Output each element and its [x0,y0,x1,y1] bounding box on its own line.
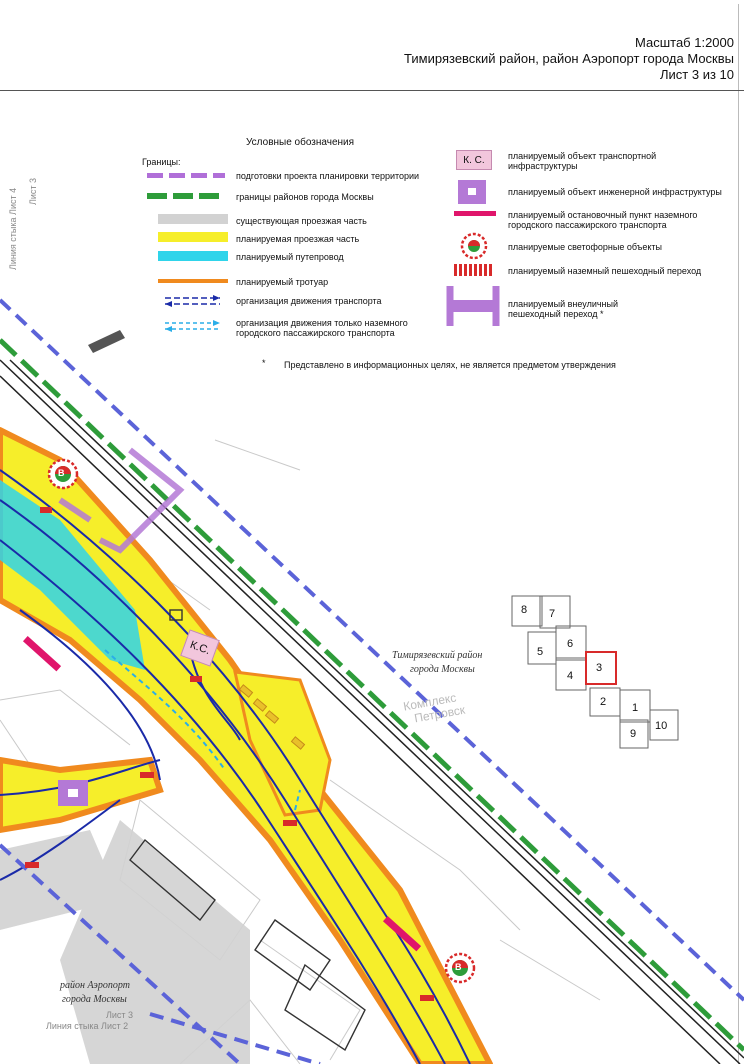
sheet-key-1: 1 [632,702,639,714]
legend-left-4: планируемый путепровод [236,252,344,262]
legend-boundaries-heading: Границы: [142,157,181,167]
transit-flow-lines [104,649,301,811]
legend-right-3: планируемые светофорные объекты [508,242,662,252]
edge-label-bottom-2: Линия стыка Лист 2 [46,1021,129,1031]
transit-arrows-icon [165,320,220,332]
swatch-project-boundary [147,173,225,178]
engineering-object-icon [458,180,486,204]
sheet-key-7: 7 [549,608,556,620]
swatch-district-boundary [147,193,225,199]
district-aeroport-1: район Аэропорт [60,980,130,991]
transit-stops [22,636,422,952]
sheet-key-3: 3 [596,662,603,674]
sheet-key-grid [511,595,679,749]
sheet-key-5: 5 [537,646,544,658]
district-boundary-line [0,338,744,1052]
project-boundary-upper [0,298,744,1002]
district-aeroport-2: города Москвы [62,994,127,1005]
underground-crossing [58,447,185,554]
sheet-key-4: 4 [567,670,574,682]
swatch-overpass [158,251,228,261]
edge-label-top-2: Лист 3 [28,177,38,205]
sheet-key-8: 8 [521,604,528,616]
legend-right-4: планируемый наземный пешеходный переход [508,266,702,276]
traffic-signal-icon [460,232,488,260]
sheet-key-9: 9 [630,728,637,740]
district-timiryazev-2: города Москвы [410,664,475,675]
legend-left-0: подготовки проекта планировки территории [236,171,420,181]
swatch-sidewalk [158,279,228,283]
existing-roads [0,820,250,1064]
gray-wedge [88,330,125,353]
header-divider [0,90,744,91]
legend-right-1: планируемый объект инженерной инфраструк… [508,187,722,197]
signal-letter-1: В [58,468,65,478]
underpass-icon [446,286,500,326]
scale-label: Масштаб 1:2000 [635,35,734,50]
footnote: Представлено в информационных целях, не … [284,360,616,370]
legend-right-2: планируемый остановочный пункт наземного… [508,210,698,230]
legend-ks-icon: К. С. [456,150,492,170]
plaza-boxes [238,684,306,750]
surface-crossings [25,507,434,1001]
legend-title: Условные обозначения [246,137,355,148]
traffic-signal-1 [47,458,79,490]
legend-left-3: планируемая проезжая часть [236,234,360,244]
project-boundary-bottom [149,1012,321,1064]
railway-lines [0,359,744,1064]
traffic-signal-2 [444,952,476,984]
signal-letter-2: В [455,962,462,972]
legend-left-1: границы районов города Москвы [236,192,374,202]
sheet-key-10: 10 [655,720,668,732]
sheet-number: Лист 3 из 10 [660,67,734,82]
traffic-flow-lines [0,469,471,1064]
sheet-frame [0,4,739,1064]
swatch-planned-road [158,232,228,242]
swatch-existing-road [158,214,228,224]
sheet-key-6: 6 [567,638,574,650]
legend-left-7: организация движения только наземного го… [236,318,408,338]
district-timiryazev-1: Тимирязевский район [392,650,483,661]
legend-right-5: планируемый внеуличный пешеходный перехо… [508,299,619,319]
district-title: Тимирязевский район, район Аэропорт горо… [404,51,734,66]
pedestrian-crossing-icon [454,264,492,276]
stop-icon [454,211,496,216]
footnote-mark: * [262,358,266,368]
legend-left-5: планируемый тротуар [236,277,329,287]
sheet-key-2: 2 [600,696,607,708]
legend-left-6: организация движения транспорта [236,296,382,306]
traffic-arrows-icon [165,295,220,307]
legend-right-0: планируемый объект транспортной инфрастр… [508,151,657,171]
edge-label-top: Линия стыка Лист 4 [8,187,18,270]
buildings [129,609,366,1052]
edge-label-bottom: Лист 3 [106,1010,134,1020]
legend-left-2: существующая проезжая часть [236,216,367,226]
